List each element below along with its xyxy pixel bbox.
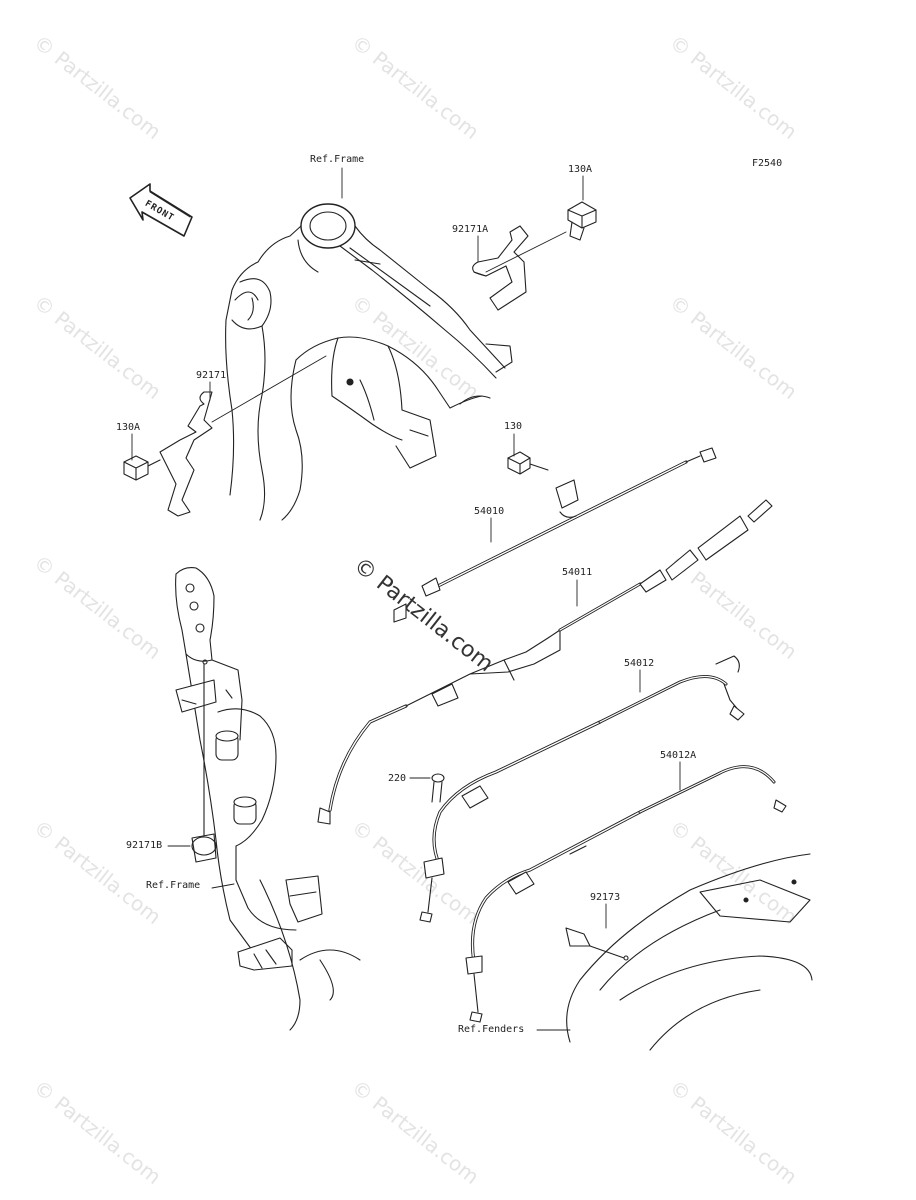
- frame-lower: [175, 567, 361, 1031]
- fender: [566, 853, 813, 1051]
- label-54010[interactable]: 54010: [474, 506, 505, 517]
- frame-upper: [225, 203, 513, 521]
- label-54011[interactable]: 54011: [562, 567, 593, 578]
- clip-92171a: [472, 225, 529, 311]
- clip-92171: [159, 391, 213, 517]
- cable-54010: [393, 447, 717, 623]
- cable-54012: [419, 655, 745, 923]
- bolt-130a-top: [567, 201, 597, 241]
- diagram-code: F2540: [752, 158, 783, 169]
- label-130a-top[interactable]: 130A: [568, 164, 593, 175]
- cable-54011: [317, 499, 773, 825]
- leader-lines: [131, 167, 681, 1031]
- screw-220: [409, 773, 445, 803]
- label-220[interactable]: 220: [388, 773, 407, 784]
- label-ref-fenders: Ref.Fenders: [458, 1024, 525, 1035]
- label-92171[interactable]: 92171: [196, 370, 227, 381]
- label-ref-frame-bottom: Ref.Frame: [146, 880, 201, 891]
- label-130[interactable]: 130: [504, 421, 523, 432]
- clamp-92173: [565, 927, 629, 961]
- label-ref-frame-top: Ref.Frame: [310, 154, 365, 165]
- front-arrow-icon: [129, 183, 193, 237]
- label-54012a[interactable]: 54012A: [660, 750, 697, 761]
- cable-54012a: [465, 765, 787, 1023]
- label-92173[interactable]: 92173: [590, 892, 621, 903]
- bolt-130a-left: [123, 455, 161, 481]
- label-92171b[interactable]: 92171B: [126, 840, 163, 851]
- label-130a-left[interactable]: 130A: [116, 422, 141, 433]
- label-92171a[interactable]: 92171A: [452, 224, 489, 235]
- bolt-130: [507, 451, 549, 475]
- label-54012[interactable]: 54012: [624, 658, 655, 669]
